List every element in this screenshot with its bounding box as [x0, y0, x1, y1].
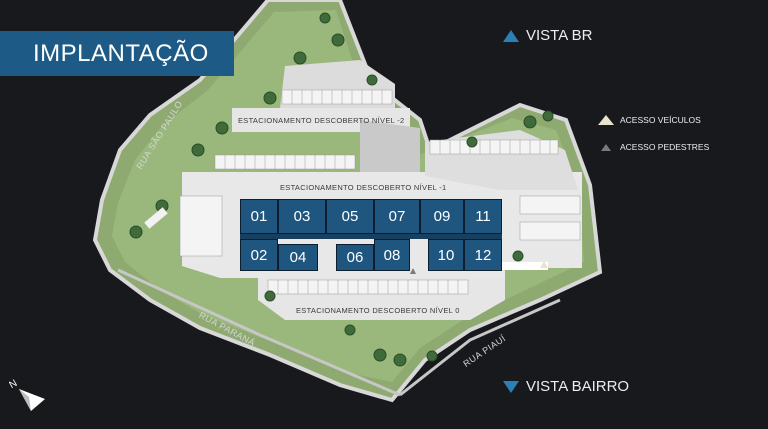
pedestrian-access-icon	[601, 143, 611, 151]
trees	[129, 12, 554, 367]
legend-pedestrians-text: ACESSO PEDESTRES	[620, 142, 710, 152]
vehicle-access-icon	[598, 115, 614, 125]
unit-09[interactable]: 09	[420, 199, 464, 234]
legend-pedestrians: ACESSO PEDESTRES	[598, 142, 709, 152]
triangle-down-icon	[503, 380, 519, 393]
north-label: N	[9, 378, 19, 391]
view-top-label: VISTA BR	[503, 27, 592, 44]
unit-12[interactable]: 12	[464, 239, 502, 271]
driveway	[360, 120, 420, 176]
unit-07[interactable]: 07	[374, 199, 420, 234]
pedestrian-path	[498, 262, 548, 270]
unit-11[interactable]: 11	[464, 199, 502, 234]
unit-02[interactable]: 02	[240, 239, 278, 271]
vehicle-access-marker	[540, 261, 548, 268]
unit-04[interactable]: 04	[278, 244, 318, 271]
road-parana	[117, 268, 401, 397]
unit-03[interactable]: 03	[278, 199, 326, 234]
page-title: IMPLANTAÇÃO	[0, 31, 234, 76]
legend-vehicles-text: ACESSO VEÍCULOS	[620, 115, 701, 125]
unit-06[interactable]: 06	[336, 244, 374, 271]
parking-label-minus2: ESTACIONAMENTO DESCOBERTO NÍVEL -2	[238, 116, 405, 125]
kiosk	[144, 207, 168, 229]
corridor	[240, 234, 502, 239]
view-bottom-text: VISTA BAIRRO	[526, 378, 630, 395]
pedestrian-access-marker	[410, 268, 416, 274]
triangle-up-icon	[503, 29, 519, 42]
unit-08[interactable]: 08	[374, 239, 410, 271]
view-bottom-label: VISTA BAIRRO	[503, 378, 629, 395]
north-arrow-icon: N	[8, 378, 45, 411]
parking-label-0: ESTACIONAMENTO DESCOBERTO NÍVEL 0	[296, 306, 460, 315]
legend-vehicles: ACESSO VEÍCULOS	[598, 115, 701, 125]
unit-01[interactable]: 01	[240, 199, 278, 234]
parking-label-minus1: ESTACIONAMENTO DESCOBERTO NÍVEL -1	[280, 183, 447, 192]
road-piaui	[399, 298, 561, 397]
unit-05[interactable]: 05	[326, 199, 374, 234]
view-top-text: VISTA BR	[526, 27, 593, 44]
unit-10[interactable]: 10	[428, 239, 464, 271]
compass: N	[8, 377, 47, 418]
